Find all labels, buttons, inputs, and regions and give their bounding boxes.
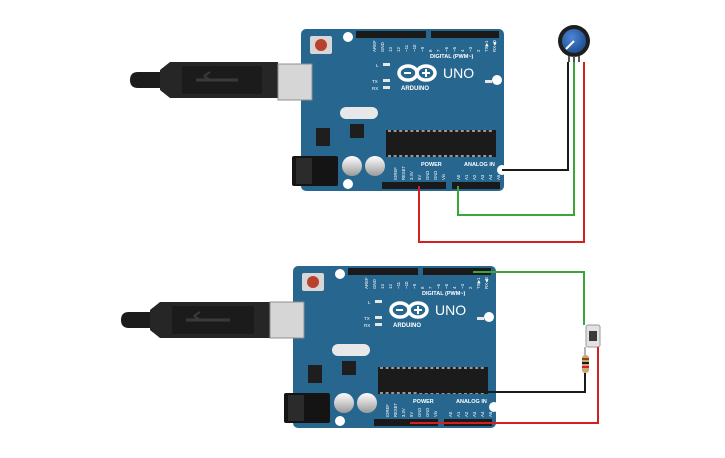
arduino-logo (397, 64, 437, 82)
pin-label: 5V (409, 412, 414, 417)
analog-pin-labels: A0 A1 A2 A3 A4 A5 (448, 411, 493, 417)
power-pin-labels: IOREF RESET 3.3V 5V GND GND Vin (385, 403, 438, 417)
pin-label: AREF (364, 277, 369, 289)
pin-label: 2 (468, 286, 473, 289)
led-on-label: ON (486, 317, 493, 322)
wire-green[interactable] (457, 62, 575, 216)
pin-label: A1 (456, 411, 461, 417)
pin-label: IOREF (393, 167, 398, 180)
pin-label: ~5 (452, 46, 457, 52)
pin-label: RESET (393, 403, 398, 417)
pin-label: RX◀0 (492, 40, 497, 52)
pin-label: A3 (472, 411, 477, 417)
pin-label: 7 (436, 49, 441, 52)
led-l-label: L (368, 300, 371, 305)
pin-label: ~3 (468, 46, 473, 52)
pin-label: 4 (460, 49, 465, 52)
board-brand: ARDUINO (393, 323, 421, 329)
pin-label: 7 (428, 286, 433, 289)
pin-label: A3 (480, 174, 485, 180)
pin-label: 2 (476, 49, 481, 52)
pin-label: RX◀0 (484, 277, 489, 289)
led-tx-label: TX (372, 79, 378, 84)
pin-label: A5 (488, 411, 493, 417)
led-l-label: L (376, 63, 379, 68)
pin-label: GND (417, 408, 422, 417)
board-model: UNO (443, 65, 474, 81)
pin-label: RESET (401, 166, 406, 180)
pin-label: ~6 (436, 283, 441, 289)
pin-label: A2 (472, 174, 477, 180)
pin-label: ~10 (412, 44, 417, 52)
pin-label: ~9 (412, 283, 417, 289)
pin-label: A0 (448, 411, 453, 417)
potentiometer-icon[interactable] (558, 25, 590, 62)
wire-red[interactable] (418, 62, 585, 243)
pin-label: 8 (420, 286, 425, 289)
atmega-chip (386, 130, 496, 157)
pin-label: ~11 (396, 281, 401, 289)
analog-pin-labels: A0 A1 A2 A3 A4 A5 (456, 174, 501, 180)
pushbutton-icon[interactable] (585, 324, 601, 348)
pin-label: TX▶1 (476, 277, 481, 289)
wire-black[interactable] (502, 62, 569, 171)
top-pin-labels: AREF GND 13 12 ~11 ~10 ~9 8 7 ~6 ~5 4 ~3… (364, 277, 489, 289)
pin-label: AREF (372, 40, 377, 52)
digital-label: DIGITAL (PWM~) (422, 291, 466, 297)
pin-label: 3.3V (401, 408, 406, 417)
pin-label: GND (380, 42, 385, 52)
pin-label: Vin (441, 173, 446, 180)
atmega-chip (378, 367, 488, 394)
wire-black[interactable] (418, 373, 586, 393)
arduino-board-1[interactable]: UNO ARDUINO DIGITAL (PWM~) L TX RX ON PO… (130, 29, 507, 191)
arduino-board-2[interactable]: UNO ARDUINO DIGITAL (PWM~) L TX RX ON PO… (121, 266, 499, 428)
pin-label: TX▶1 (484, 40, 489, 52)
pin-label: ~10 (404, 281, 409, 289)
pin-label: ~5 (444, 283, 449, 289)
pin-label: ~11 (404, 44, 409, 52)
pin-label: ~3 (460, 283, 465, 289)
resistor-icon[interactable] (582, 355, 589, 373)
board-model: UNO (435, 302, 466, 318)
led-on-label: ON (494, 80, 501, 85)
pin-label: ~6 (444, 46, 449, 52)
board-brand: ARDUINO (401, 86, 429, 92)
power-label: POWER (413, 399, 434, 405)
top-pin-labels: AREF GND 13 12 ~11 ~10 ~9 8 7 ~6 ~5 4 ~3… (372, 40, 497, 52)
pin-label: GND (372, 279, 377, 289)
pin-label: 3.3V (409, 171, 414, 180)
pin-label: 12 (388, 284, 393, 289)
digital-label: DIGITAL (PWM~) (430, 54, 474, 60)
pin-label: Vin (433, 410, 438, 417)
pin-label: A1 (464, 174, 469, 180)
pin-label: 12 (396, 47, 401, 52)
pin-label: 5V (417, 175, 422, 180)
arduino-logo (389, 301, 429, 319)
pin-label: 13 (380, 284, 385, 289)
pin-label: 8 (428, 49, 433, 52)
pin-label: A4 (480, 411, 485, 417)
pin-label: GND (433, 171, 438, 180)
pin-label: GND (425, 408, 430, 417)
pin-label: 4 (452, 286, 457, 289)
pin-label: A0 (456, 174, 461, 180)
analog-label: ANALOG IN (456, 399, 487, 405)
power-label: POWER (421, 162, 442, 168)
wire-red[interactable] (410, 347, 599, 424)
pin-label: A5 (496, 174, 501, 180)
pin-label: IOREF (385, 404, 390, 417)
pin-label: A4 (488, 174, 493, 180)
pin-label: ~9 (420, 46, 425, 52)
pin-label: A2 (464, 411, 469, 417)
analog-label: ANALOG IN (464, 162, 495, 168)
power-pin-labels: IOREF RESET 3.3V 5V GND GND Vin (393, 166, 446, 180)
led-rx-label: RX (364, 323, 370, 328)
pin-label: GND (425, 171, 430, 180)
pin-label: 13 (388, 47, 393, 52)
led-rx-label: RX (372, 86, 378, 91)
led-tx-label: TX (364, 316, 370, 321)
wire-green[interactable] (473, 271, 585, 325)
